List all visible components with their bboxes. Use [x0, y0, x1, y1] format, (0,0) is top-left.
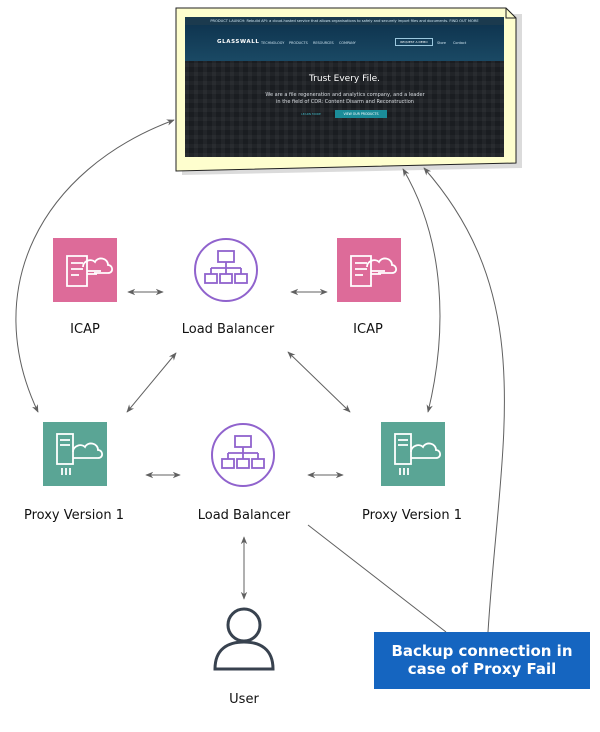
- webpage-nav: GLASSWALL TECHNOLOGY PRODUCTS RESOURCES …: [185, 25, 504, 61]
- webpage-hero: Trust Every File. We are a file regenera…: [185, 61, 504, 157]
- proxy-left-icon: [43, 422, 107, 486]
- proxy-right-label: Proxy Version 1: [362, 508, 462, 523]
- webpage-hero-subtitle: We are a file regeneration and analytics…: [265, 92, 425, 105]
- webpage-menu-item: TECHNOLOGY: [261, 41, 285, 45]
- webpage-banner: PRODUCT LAUNCH: Rebuild API: a cloud-hos…: [185, 17, 504, 25]
- webpage-menu-item: PRODUCTS: [289, 41, 308, 45]
- webpage-logo: GLASSWALL: [217, 39, 260, 45]
- arrow-lb-top-proxy-right: [287, 351, 351, 413]
- arrow-webpage-proxy-right: [402, 168, 441, 413]
- load-balancer-top-icon: [194, 238, 258, 302]
- webpage-menu-item: RESOURCES: [313, 41, 334, 45]
- icap-left-label: ICAP: [70, 322, 100, 337]
- backup-note-line-2: case of Proxy Fail: [407, 660, 557, 678]
- webpage-menu-item: Store: [437, 41, 446, 45]
- webpage-screenshot: PRODUCT LAUNCH: Rebuild API: a cloud-hos…: [185, 17, 504, 157]
- load-balancer-top-label: Load Balancer: [181, 322, 275, 337]
- backup-connection-note: Backup connection in case of Proxy Fail: [374, 632, 590, 689]
- icap-right-label: ICAP: [353, 322, 383, 337]
- load-balancer-bottom-label: Load Balancer: [197, 508, 291, 523]
- connections: [15, 119, 505, 633]
- webpage-menu-item: Contact: [453, 41, 467, 45]
- webpage-hero-title: Trust Every File.: [308, 74, 380, 84]
- webpage-request-button: REQUEST A DEMO: [395, 38, 433, 46]
- webpage-learn-more-button: LEARN MORE: [301, 112, 321, 116]
- arrow-lb-top-proxy-left: [126, 352, 177, 413]
- icap-right-icon: [337, 238, 401, 302]
- user-icon: [213, 607, 275, 671]
- proxy-left-label: Proxy Version 1: [24, 508, 124, 523]
- arrow-backup-webpage: [423, 167, 505, 633]
- backup-note-line-1: Backup connection in: [391, 642, 573, 660]
- arrow-webpage-proxy-left: [15, 119, 175, 413]
- proxy-right-icon: [381, 422, 445, 486]
- load-balancer-bottom-icon: [211, 423, 275, 487]
- webpage-products-button: VIEW OUR PRODUCTS: [335, 110, 387, 118]
- icap-left-icon: [53, 238, 117, 302]
- webpage-menu-item: COMPANY: [339, 41, 356, 45]
- user-label: User: [229, 692, 259, 707]
- backup-link-lb-bottom: [307, 524, 447, 633]
